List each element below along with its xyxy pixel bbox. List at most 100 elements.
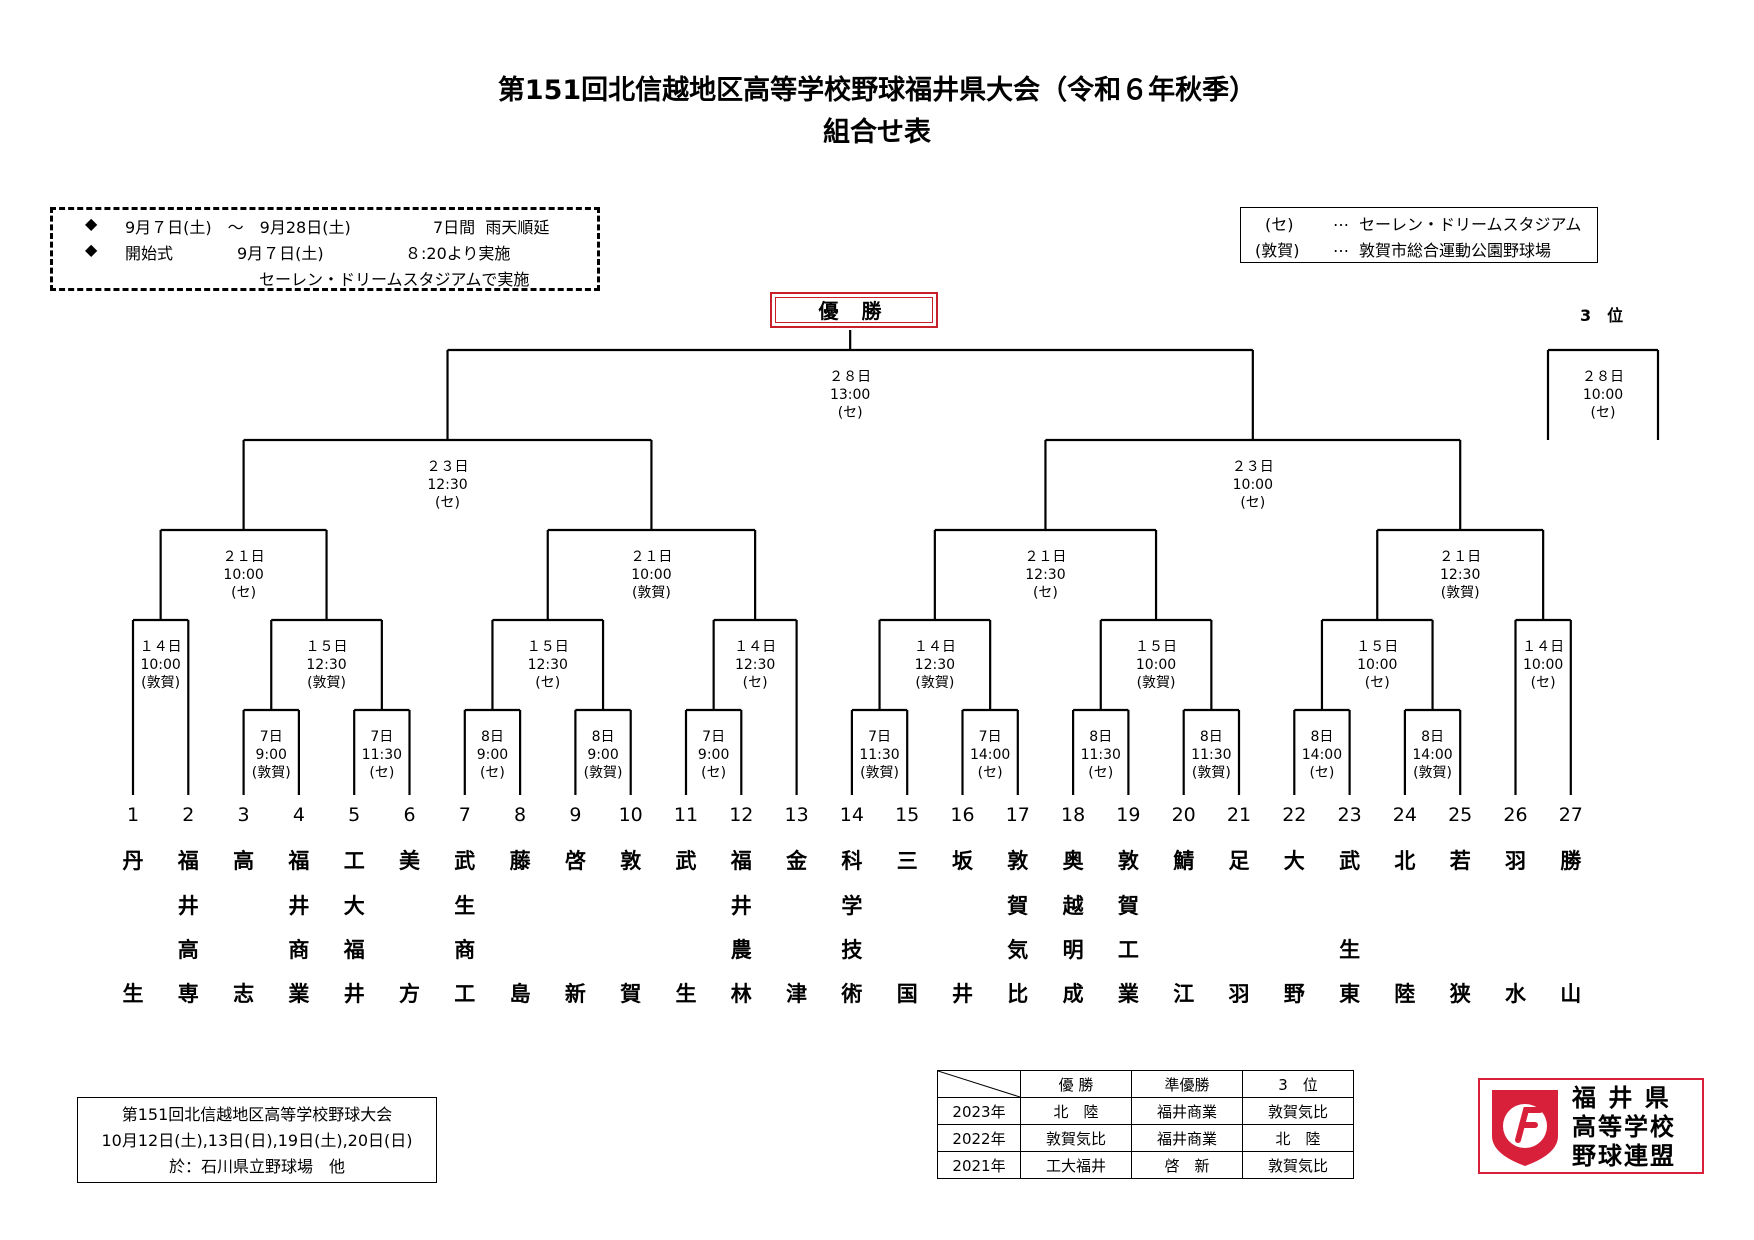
team-name-char: 福 bbox=[177, 849, 199, 873]
venue-legend: (セ) … セーレン・ドリームスタジアム (敦賀) … 敦賀市総合運動公園野球場 bbox=[1240, 207, 1598, 263]
match-time: 11:30 bbox=[1191, 747, 1232, 763]
team-name-char: 賀 bbox=[1007, 894, 1029, 918]
match-time: 9:00 bbox=[587, 747, 619, 763]
match-day: １５日 bbox=[1356, 639, 1399, 655]
match-day: １４日 bbox=[139, 639, 182, 655]
match-time: 10:00 bbox=[1357, 657, 1398, 673]
match-venue: (セ) bbox=[369, 765, 395, 781]
team-name-char: 敦 bbox=[1007, 849, 1029, 873]
team-number: 16 bbox=[950, 804, 975, 826]
match-time: 11:30 bbox=[361, 747, 403, 763]
table-cell: 啓 新 bbox=[1131, 1151, 1243, 1179]
year-cell: 2022年 bbox=[937, 1124, 1021, 1152]
match-venue: (セ) bbox=[742, 675, 768, 691]
team-number: 1 bbox=[126, 804, 140, 826]
table-cell: 福井商業 bbox=[1131, 1097, 1243, 1125]
team-name-char: 商 bbox=[454, 938, 476, 962]
team-name-char: 工 bbox=[454, 982, 476, 1006]
match-day: ２３日 bbox=[1231, 459, 1274, 475]
match-day: １５日 bbox=[526, 639, 569, 655]
team-name-char: 工 bbox=[1117, 938, 1139, 962]
match-venue: (セ) bbox=[977, 765, 1003, 781]
team-name-char: 技 bbox=[841, 938, 863, 962]
column-header: 3 位 bbox=[1242, 1070, 1354, 1098]
regional-tournament-box: 第151回北信越地区高等学校野球大会 10月12日(土),13日(日),19日(… bbox=[77, 1097, 437, 1183]
table-cell: 工大福井 bbox=[1020, 1151, 1132, 1179]
team-name-char: 羽 bbox=[1228, 982, 1250, 1006]
match-day: ２８日 bbox=[829, 369, 872, 385]
team-name-char: 業 bbox=[1117, 982, 1139, 1006]
tournament-days: 7日間 雨天順延 bbox=[433, 218, 550, 237]
match-time: 10:00 bbox=[1232, 477, 1273, 493]
match-time: 10:00 bbox=[1582, 387, 1624, 403]
team-name-char: 賀 bbox=[620, 982, 642, 1006]
team-number: 15 bbox=[895, 804, 920, 826]
match-time: 10:00 bbox=[631, 567, 672, 583]
column-header: 準優勝 bbox=[1131, 1070, 1243, 1098]
team-number: 18 bbox=[1061, 804, 1086, 826]
team-number: 9 bbox=[569, 804, 582, 826]
match-venue: (セ) bbox=[1032, 585, 1058, 601]
match-time: 10:00 bbox=[1522, 657, 1564, 673]
team-name-char: 丹 bbox=[122, 849, 144, 873]
logo-line: 高等学校 bbox=[1572, 1113, 1676, 1141]
team-name-char: 志 bbox=[233, 982, 255, 1006]
match-time: 14:00 bbox=[1412, 747, 1453, 763]
team-name-char: 工 bbox=[343, 849, 365, 873]
team-name-char: 業 bbox=[288, 982, 310, 1006]
team-name-char: 生 bbox=[675, 982, 697, 1006]
match-venue: (セ) bbox=[231, 585, 257, 601]
team-name-char: 福 bbox=[730, 849, 752, 873]
opening-time: ８:20より実施 bbox=[405, 244, 511, 263]
schedule-box: ◆ 9月７日(土) ～ 9月28日(土) 7日間 雨天順延 ◆ 開始式 9月７日… bbox=[50, 207, 600, 291]
match-day: １５日 bbox=[1135, 639, 1178, 655]
match-day: 8日 bbox=[1421, 729, 1444, 745]
team-name-char: 大 bbox=[343, 894, 365, 918]
match-day: ２８日 bbox=[1582, 369, 1624, 385]
team-name-char: 三 bbox=[896, 849, 918, 873]
logo-line: 福 井 県 bbox=[1572, 1084, 1671, 1112]
team-number: 3 bbox=[237, 804, 250, 826]
table-cell: 敦賀気比 bbox=[1020, 1124, 1132, 1152]
match-time: 9:00 bbox=[255, 747, 287, 763]
table-header-row: 優 勝 準優勝 3 位 bbox=[937, 1070, 1354, 1098]
match-venue: (セ) bbox=[1309, 765, 1335, 781]
table-cell: 北 陸 bbox=[1020, 1097, 1132, 1125]
team-number: 13 bbox=[784, 804, 809, 826]
team-name-char: 武 bbox=[454, 849, 476, 873]
team-name-char: 学 bbox=[841, 894, 863, 918]
team-name-char: 坂 bbox=[952, 849, 973, 873]
bullet-icon: ◆ bbox=[85, 240, 98, 259]
match-day: 8日 bbox=[1310, 729, 1334, 745]
team-name-char: 比 bbox=[1007, 982, 1029, 1006]
team-name-char: 生 bbox=[122, 982, 144, 1006]
team-name-char: 気 bbox=[1007, 938, 1029, 962]
match-time: 12:30 bbox=[527, 657, 568, 673]
team-name-char: 林 bbox=[730, 982, 752, 1006]
team-name-char: 福 bbox=[343, 938, 365, 962]
match-venue: (敦賀) bbox=[1191, 765, 1231, 781]
team-number: 2 bbox=[182, 804, 195, 826]
regional-dates: 10月12日(土),13日(日),19日(土),20日(日) bbox=[101, 1131, 413, 1150]
match-venue: (セ) bbox=[837, 405, 863, 421]
match-time: 9:00 bbox=[476, 747, 509, 763]
team-name-char: 生 bbox=[454, 894, 476, 918]
regional-venue: 於：石川県立野球場 他 bbox=[168, 1157, 345, 1176]
team-name-char: 井 bbox=[288, 894, 310, 918]
team-name-char: 大 bbox=[1283, 849, 1305, 873]
team-number: 5 bbox=[348, 804, 361, 826]
match-day: 8日 bbox=[1199, 729, 1223, 745]
team-name-char: 科 bbox=[841, 849, 863, 873]
match-day: 7日 bbox=[370, 729, 394, 745]
team-name-char: 羽 bbox=[1505, 849, 1526, 873]
match-venue: (セ) bbox=[1590, 405, 1616, 421]
team-number: 7 bbox=[458, 804, 471, 826]
